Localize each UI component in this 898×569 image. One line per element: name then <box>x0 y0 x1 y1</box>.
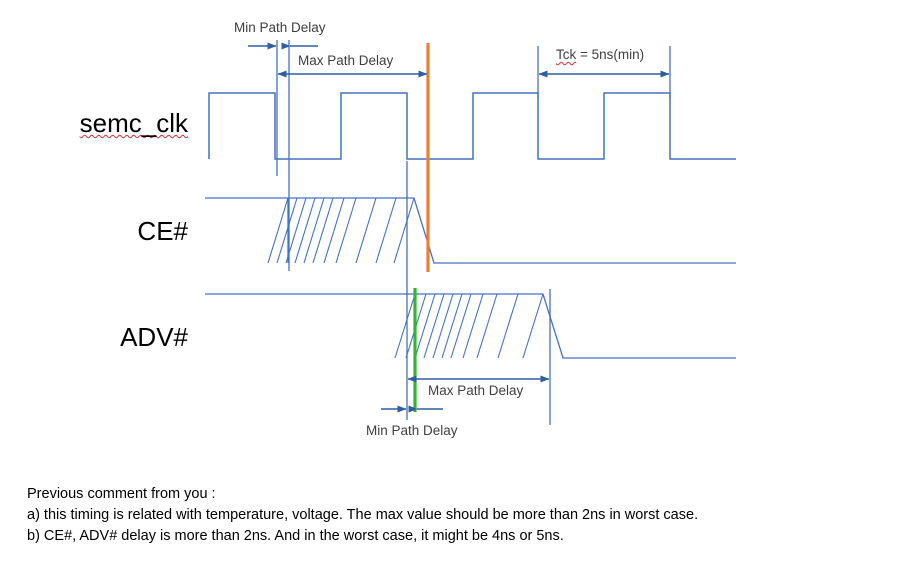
annotation-tck-value: = 5ns(min) <box>576 47 645 62</box>
annotation-tck-name: Tck <box>556 47 577 62</box>
annotation-max-path-delay-top: Max Path Delay <box>298 53 394 68</box>
signal-label-adv: ADV# <box>120 322 188 352</box>
comment-heading: Previous comment from you : <box>27 486 216 502</box>
ce-transition-hatch <box>267 197 415 264</box>
annotation-min-path-delay-top: Min Path Delay <box>234 20 326 35</box>
comment-line-b: b) CE#, ADV# delay is more than 2ns. And… <box>27 528 564 544</box>
signal-label-semc-clk: semc_clk <box>79 108 188 138</box>
waveform-ce <box>205 197 736 264</box>
waveform-semc-clk <box>208 92 736 160</box>
annotation-tck: Tck = 5ns(min) <box>556 47 644 62</box>
annotation-max-path-delay-bottom: Max Path Delay <box>428 383 524 398</box>
adv-transition-hatch <box>394 293 544 359</box>
signal-label-ce: CE# <box>137 216 188 246</box>
measurement-arrows-bottom <box>381 375 550 413</box>
waveform-adv <box>205 293 736 359</box>
guide-lines <box>276 40 671 425</box>
comment-block: Previous comment from you : a) this timi… <box>27 484 887 547</box>
comment-line-a: a) this timing is related with temperatu… <box>27 507 699 523</box>
measurement-arrows-top <box>248 42 670 78</box>
annotation-min-path-delay-bottom: Min Path Delay <box>366 423 458 438</box>
